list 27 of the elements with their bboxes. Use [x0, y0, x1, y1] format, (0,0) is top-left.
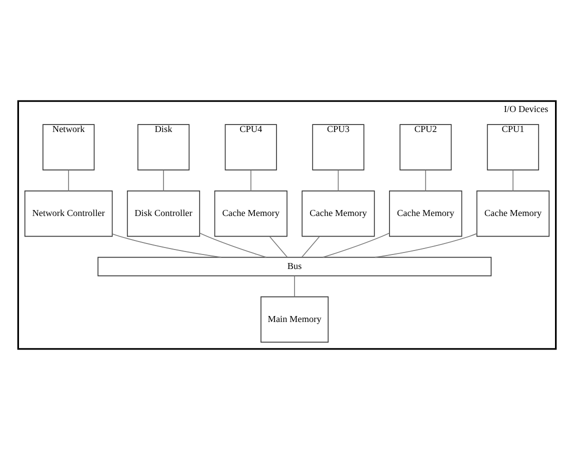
node-box: Cache Memory	[476, 190, 550, 236]
node-box: CPU2	[400, 124, 452, 170]
connector	[322, 232, 390, 258]
node-box: Network	[42, 124, 95, 170]
node-box: Cache Memory	[302, 190, 375, 236]
node-box: Network Controller	[24, 190, 113, 236]
node-box: Main Memory	[260, 296, 329, 342]
node-box: Cache Memory	[389, 190, 462, 236]
connector	[302, 236, 320, 258]
node-box: CPU1	[486, 124, 540, 170]
node-box: Disk Controller	[126, 190, 200, 236]
node-box: CPU4	[224, 124, 277, 170]
connector	[250, 169, 252, 191]
connector	[512, 169, 514, 191]
node-box: Cache Memory	[214, 190, 288, 236]
node-box: Bus	[98, 256, 492, 276]
connector	[199, 232, 267, 258]
connector	[269, 236, 288, 258]
node-box: CPU3	[312, 124, 364, 170]
node-box: Disk	[137, 124, 190, 170]
connector	[163, 169, 164, 191]
connector	[425, 169, 426, 191]
connector	[68, 169, 69, 191]
connector	[294, 274, 295, 297]
connector	[374, 232, 478, 258]
connector	[338, 169, 339, 191]
connector	[112, 233, 222, 258]
